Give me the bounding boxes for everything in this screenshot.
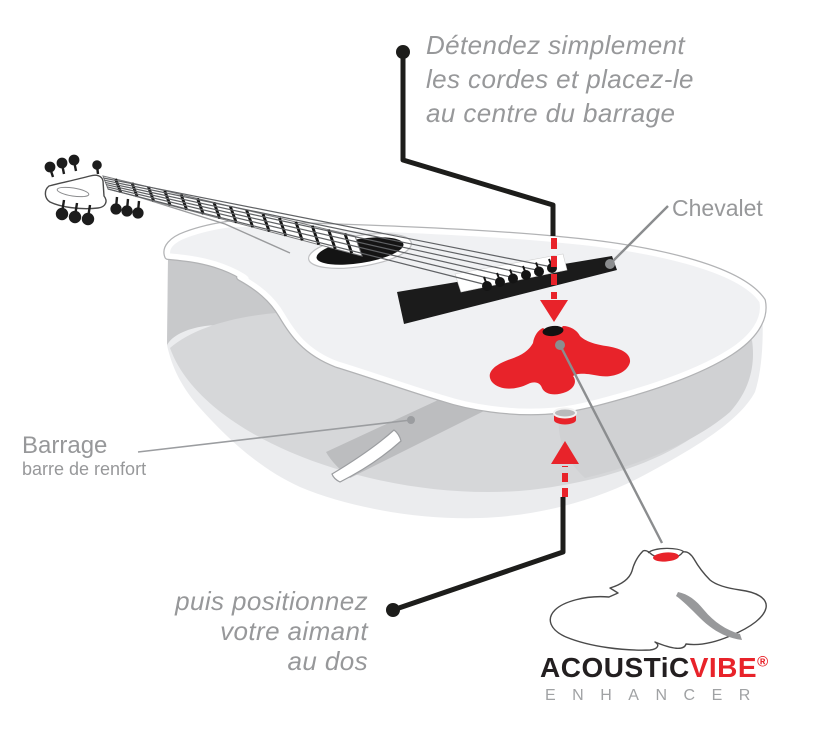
logo-word-acoustic: ACOUSTiC bbox=[540, 652, 690, 683]
red-arrow-up-icon bbox=[551, 441, 579, 497]
bottom-instruction-line1: puis positionnez bbox=[175, 586, 368, 616]
headstock bbox=[44, 174, 107, 210]
product-top-opening bbox=[653, 552, 679, 562]
red-arrow-down-icon bbox=[540, 238, 568, 322]
bottom-instruction-line3: au dos bbox=[287, 646, 368, 676]
callout-dot bbox=[407, 416, 415, 424]
brace-label-title: Barrage bbox=[22, 432, 108, 459]
guitar-illustration bbox=[44, 154, 767, 519]
top-instruction-line3: au centre du barrage bbox=[426, 98, 676, 128]
brace-label-subtitle: barre de renfort bbox=[22, 459, 147, 479]
brace-label: Barrage barre de renfort bbox=[22, 432, 147, 480]
product-wing bbox=[676, 592, 742, 640]
top-instruction-line1: Détendez simplement bbox=[426, 30, 686, 60]
callout-dot bbox=[605, 259, 615, 269]
logo-word-vibe: VIBE bbox=[689, 652, 758, 683]
brand-logo-wordmark: ACOUSTiCVIBE® bbox=[540, 652, 810, 684]
bottom-instruction-callout bbox=[386, 497, 566, 617]
brand-logo: ACOUSTiCVIBE® ENHANCER bbox=[540, 652, 810, 705]
magnet bbox=[553, 407, 577, 425]
top-instruction-line2: les cordes et placez-le bbox=[426, 64, 694, 94]
device-callout-line bbox=[555, 340, 664, 544]
enhancer-device bbox=[489, 325, 631, 395]
chevalet-callout-line bbox=[605, 205, 669, 269]
guitar-inner-shade bbox=[558, 340, 754, 478]
bridge-label: Chevalet bbox=[672, 195, 763, 221]
brand-logo-subtitle: ENHANCER bbox=[545, 687, 767, 704]
tuner-pegs bbox=[44, 154, 144, 226]
top-instruction-text: Détendez simplement les cordes et placez… bbox=[426, 28, 694, 130]
device-hole bbox=[542, 325, 564, 337]
bottom-instruction-line2: votre aimant bbox=[220, 616, 368, 646]
registered-trademark-icon: ® bbox=[757, 653, 769, 671]
bottom-instruction-text: puis positionnez votre aimant au dos bbox=[175, 586, 368, 676]
strings bbox=[103, 177, 553, 286]
brace-bar bbox=[331, 429, 402, 483]
callout-dot bbox=[555, 340, 565, 350]
product-illustration bbox=[549, 547, 767, 651]
top-instruction-callout bbox=[396, 45, 556, 236]
barrage-callout-line bbox=[137, 416, 415, 453]
